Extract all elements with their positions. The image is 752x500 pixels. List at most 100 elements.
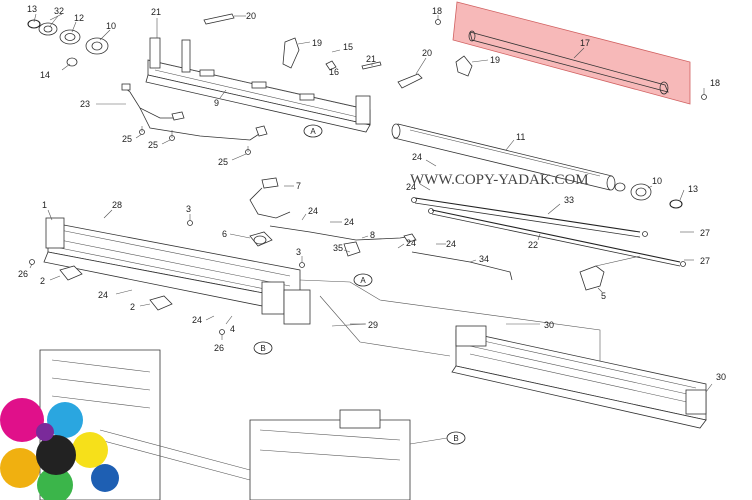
- callout: 16: [329, 67, 339, 77]
- svg-text:29: 29: [368, 320, 378, 330]
- callout: 35: [333, 243, 351, 253]
- middle-frame-assembly: [43, 177, 513, 325]
- callout: 8: [361, 230, 375, 240]
- callout: 27: [684, 256, 710, 266]
- svg-text:33: 33: [564, 195, 574, 205]
- callout: 17: [573, 38, 590, 59]
- callout: 15: [331, 42, 353, 53]
- callout: 21: [151, 7, 161, 38]
- svg-text:3: 3: [186, 204, 191, 214]
- svg-text:B: B: [453, 434, 458, 443]
- callout: 24: [436, 239, 456, 249]
- svg-text:1: 1: [42, 200, 47, 210]
- callout: 25: [122, 133, 143, 144]
- ref-marker-b-mid: B: [253, 341, 273, 355]
- svg-text:24: 24: [406, 238, 416, 248]
- callout: 26: [18, 259, 35, 279]
- svg-text:30: 30: [716, 372, 726, 382]
- svg-text:4: 4: [230, 324, 235, 334]
- svg-text:10: 10: [106, 21, 116, 31]
- svg-text:24: 24: [308, 206, 318, 216]
- svg-text:27: 27: [700, 228, 710, 238]
- bracket-5: [579, 255, 641, 291]
- svg-text:10: 10: [652, 176, 662, 186]
- svg-text:11: 11: [516, 132, 525, 142]
- callout: 27: [680, 228, 710, 238]
- callout: 19: [471, 55, 500, 65]
- svg-text:13: 13: [688, 184, 698, 194]
- callout: 24: [406, 182, 431, 192]
- callout: 24: [397, 238, 416, 249]
- svg-text:21: 21: [151, 7, 161, 17]
- svg-text:12: 12: [74, 13, 84, 23]
- callout: 10: [99, 21, 116, 41]
- right-gear-set: [614, 182, 683, 209]
- svg-text:25: 25: [122, 134, 132, 144]
- svg-text:A: A: [310, 127, 316, 136]
- callout: 13: [679, 184, 698, 201]
- callout: 30: [705, 372, 726, 393]
- svg-text:18: 18: [432, 6, 442, 16]
- svg-text:21: 21: [366, 54, 376, 64]
- callout: 34: [469, 254, 489, 264]
- svg-text:24: 24: [446, 239, 456, 249]
- svg-text:2: 2: [130, 302, 135, 312]
- svg-text:26: 26: [18, 269, 28, 279]
- callout: 2: [130, 302, 151, 312]
- svg-text:13: 13: [27, 4, 37, 14]
- callout: 25: [218, 153, 247, 167]
- callout: 24: [412, 152, 437, 167]
- leader-lines: [299, 279, 601, 372]
- callout: 24: [330, 217, 354, 227]
- svg-text:27: 27: [700, 256, 710, 266]
- callout: 7: [284, 181, 301, 191]
- svg-text:3: 3: [296, 247, 301, 257]
- callout: 29: [350, 320, 378, 330]
- svg-text:35: 35: [333, 243, 343, 253]
- callout: 20: [415, 48, 432, 75]
- highlight-part-17[interactable]: [452, 1, 691, 105]
- svg-text:18: 18: [710, 78, 720, 88]
- svg-text:16: 16: [329, 67, 339, 77]
- callout: 33: [547, 195, 574, 215]
- callout: 24: [98, 289, 133, 300]
- callout: 22: [528, 233, 541, 250]
- callout: 21: [366, 54, 376, 66]
- svg-text:20: 20: [422, 48, 432, 58]
- svg-text:20: 20: [246, 11, 256, 21]
- svg-text:24: 24: [412, 152, 422, 162]
- svg-text:24: 24: [344, 217, 354, 227]
- ref-marker-a-top: A: [303, 124, 323, 138]
- svg-text:24: 24: [406, 182, 416, 192]
- callout: 30: [506, 320, 554, 330]
- svg-text:15: 15: [343, 42, 353, 52]
- harness-23: [121, 83, 268, 155]
- svg-text:23: 23: [80, 99, 90, 109]
- callout: 1: [42, 200, 53, 221]
- roller-11: [391, 123, 616, 191]
- svg-text:30: 30: [544, 320, 554, 330]
- svg-text:32: 32: [54, 6, 64, 16]
- svg-text:19: 19: [490, 55, 500, 65]
- callout: 12: [71, 13, 84, 33]
- callout: 18: [432, 6, 442, 25]
- callout: 32: [49, 6, 64, 27]
- callout: 19: [297, 38, 322, 48]
- svg-text:5: 5: [601, 291, 606, 301]
- callout: 9: [214, 89, 227, 108]
- callout: 13: [27, 4, 37, 23]
- svg-text:24: 24: [98, 290, 108, 300]
- callout: 24: [192, 315, 215, 325]
- svg-text:24: 24: [192, 315, 202, 325]
- callout-labels: 13 32 12 10 14 21 20 18 19 15 16 21 20 1…: [18, 4, 726, 393]
- callout: 5: [597, 287, 606, 301]
- svg-text:22: 22: [528, 240, 538, 250]
- svg-text:25: 25: [218, 157, 228, 167]
- svg-text:19: 19: [312, 38, 322, 48]
- callout: 10: [647, 176, 662, 189]
- assembly-30: [451, 325, 707, 429]
- top-left-gears: [27, 13, 109, 67]
- svg-text:7: 7: [296, 181, 301, 191]
- svg-text:25: 25: [148, 140, 158, 150]
